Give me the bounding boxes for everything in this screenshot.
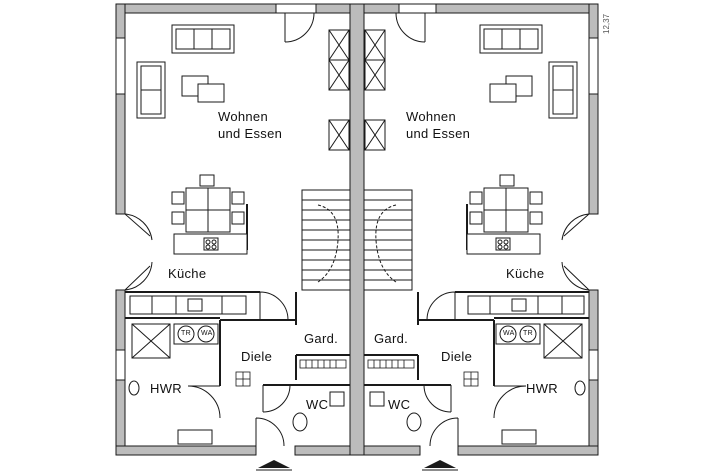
entrance-arrows: [256, 460, 458, 471]
staircase-right: [363, 189, 413, 291]
doors: [124, 12, 590, 447]
label-kueche-left: Küche: [168, 266, 207, 281]
sofa-left: [136, 24, 235, 119]
staircase-left: [301, 189, 351, 291]
dimension-label: 12,37: [602, 13, 611, 34]
hwr-fixtures-right: [495, 323, 583, 445]
label-wa-left: WA: [201, 330, 213, 337]
exterior-walls: [115, 3, 599, 456]
label-wc-left: WC: [306, 397, 329, 412]
label-garderobe-right: Gard.: [374, 331, 409, 346]
label-tr-right: TR: [523, 330, 533, 337]
label-diele-right: Diele: [441, 349, 473, 364]
label-wohnen-left-line2: und Essen: [218, 126, 283, 141]
label-kueche-right: Küche: [506, 266, 545, 281]
label-hwr-right: HWR: [526, 381, 558, 396]
kitchen-counter-left: [129, 233, 248, 315]
label-tr-left: TR: [181, 330, 191, 337]
label-diele-left: Diele: [241, 349, 273, 364]
label-wohnen-right-line1: Wohnen: [406, 109, 456, 124]
facade-windows: [328, 29, 386, 151]
label-wohnen-left-line1: Wohnen: [218, 109, 268, 124]
dining-table-right: [469, 174, 543, 233]
label-garderobe-left: Gard.: [304, 331, 339, 346]
label-wohnen-right-line2: und Essen: [406, 126, 471, 141]
label-hwr-left: HWR: [150, 381, 182, 396]
kitchen-counter-right: [466, 233, 585, 315]
garderobe-closets: [235, 359, 479, 387]
windows: [115, 3, 599, 381]
label-wa-right: WA: [503, 330, 515, 337]
label-wc-right: WC: [388, 397, 411, 412]
wc-fixtures: [128, 380, 586, 432]
sofa-right: [479, 24, 578, 119]
hwr-fixtures-left: [131, 323, 219, 445]
dining-table-left: [171, 174, 245, 233]
interior-walls: [125, 204, 589, 386]
